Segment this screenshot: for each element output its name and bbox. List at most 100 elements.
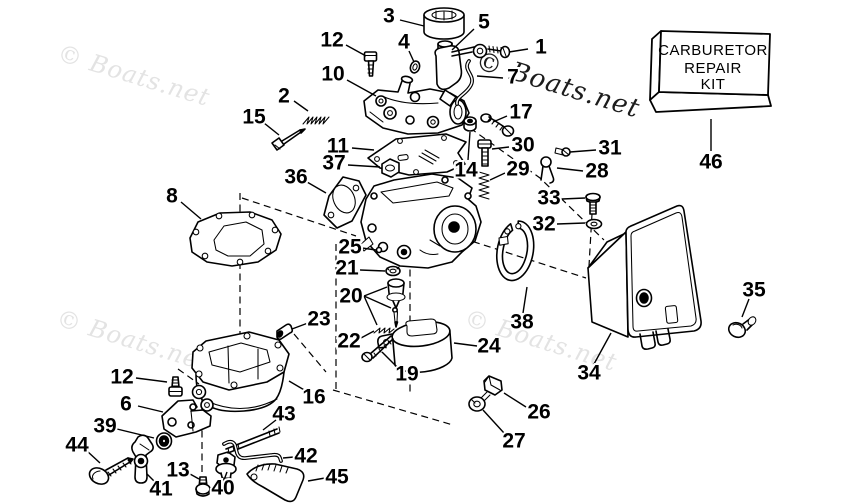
part-float-bowl [191, 331, 290, 413]
part-fitting [215, 451, 237, 484]
callout-35: 35 [742, 279, 766, 302]
leader-line [288, 380, 307, 392]
leader-line [282, 456, 295, 459]
part-clip [540, 156, 555, 184]
leader-line [363, 286, 388, 297]
part-cap [423, 7, 465, 40]
leader-line [345, 44, 367, 57]
callout-10: 10 [321, 63, 344, 86]
callout-28: 28 [585, 160, 609, 183]
part-bracket [161, 399, 212, 438]
leader-line [307, 477, 326, 482]
callout-31: 31 [598, 137, 622, 160]
callout-34: 34 [577, 362, 601, 385]
callout-13: 13 [166, 459, 189, 482]
leader-line [503, 392, 527, 408]
callout-30: 30 [511, 134, 534, 157]
leader-line [491, 146, 510, 150]
part-grommet [155, 432, 173, 450]
leader-line [482, 409, 505, 434]
leader-line [363, 295, 378, 326]
leader-line [262, 419, 277, 431]
leader-line [561, 197, 586, 200]
callout-42: 42 [294, 445, 317, 468]
assembly-dashed-lines [177, 127, 605, 478]
leader-line [351, 147, 375, 151]
callout-20: 20 [339, 285, 362, 308]
leader-line [360, 330, 375, 339]
leader-line [363, 295, 392, 309]
callout-25: 25 [338, 236, 362, 259]
leader-line [189, 473, 200, 480]
callout-33: 33 [537, 187, 560, 210]
part-o-ring [409, 60, 421, 74]
leader-line [291, 322, 309, 330]
callout-32: 32 [532, 213, 555, 236]
callout-17: 17 [509, 101, 532, 124]
callout-26: 26 [527, 401, 550, 424]
callout-27: 27 [502, 430, 525, 453]
leader-line [381, 351, 399, 369]
part-spring [302, 116, 330, 125]
callout-39: 39 [93, 415, 116, 438]
callout-2: 2 [278, 85, 290, 108]
leader-line [476, 75, 504, 79]
part-screw-31 [554, 147, 571, 157]
part-pump-screw [363, 51, 378, 77]
callout-43: 43 [272, 403, 295, 426]
part-spring-22 [373, 327, 395, 334]
leader-line [86, 450, 101, 464]
leader-line [146, 473, 156, 483]
part-bolt-30 [477, 139, 492, 167]
callout-19: 19 [395, 363, 418, 386]
leader-line [453, 342, 478, 347]
callout-21: 21 [335, 257, 359, 280]
callout-37: 37 [322, 152, 345, 175]
kit-box-line-2: REPAIR [684, 60, 742, 77]
leader-line [361, 247, 377, 251]
part-float-screw [361, 335, 394, 363]
leader-line [306, 181, 327, 194]
leader-line [489, 172, 506, 181]
callout-6: 6 [120, 393, 132, 416]
part-lever-handle [246, 463, 305, 503]
callout-12: 12 [320, 29, 343, 52]
callout-14: 14 [454, 159, 478, 182]
part-float [377, 318, 453, 374]
repair-kit-box: CARBURETOR REPAIR KIT [649, 30, 772, 113]
leader-line [593, 332, 612, 365]
callout-45: 45 [325, 466, 349, 489]
callout-12: 12 [110, 366, 133, 389]
kit-box-line-1: CARBURETOR [658, 42, 768, 59]
leader-line [556, 167, 584, 172]
part-gasket-36 [323, 176, 367, 229]
leader-line [508, 48, 529, 53]
part-bowl-screw [168, 376, 183, 397]
part-washer-27 [468, 396, 486, 412]
part-seat-gasket [385, 265, 401, 277]
part-carburetor-body [359, 173, 482, 269]
leader-line [451, 28, 475, 51]
callout-5: 5 [478, 11, 490, 34]
part-washer-32 [585, 218, 603, 230]
callout-41: 41 [149, 478, 173, 501]
leader-line [116, 428, 155, 439]
callout-24: 24 [477, 335, 501, 358]
watermark-boats-net: © Boats.net [472, 46, 644, 124]
part-cam-lever [131, 434, 154, 484]
part-drain-screw [480, 375, 503, 402]
leader-line [180, 201, 202, 220]
part-screw-13 [195, 476, 211, 497]
part-air-silencer-cover [587, 204, 702, 350]
callout-38: 38 [510, 311, 534, 334]
part-gasket-8 [189, 211, 282, 267]
leader-line [347, 164, 381, 168]
leader-line [408, 50, 415, 63]
leader-line [223, 471, 228, 481]
callout-1: 1 [535, 36, 547, 59]
leader-line [135, 377, 168, 383]
part-flange-nut [463, 116, 477, 132]
callout-36: 36 [284, 166, 307, 189]
